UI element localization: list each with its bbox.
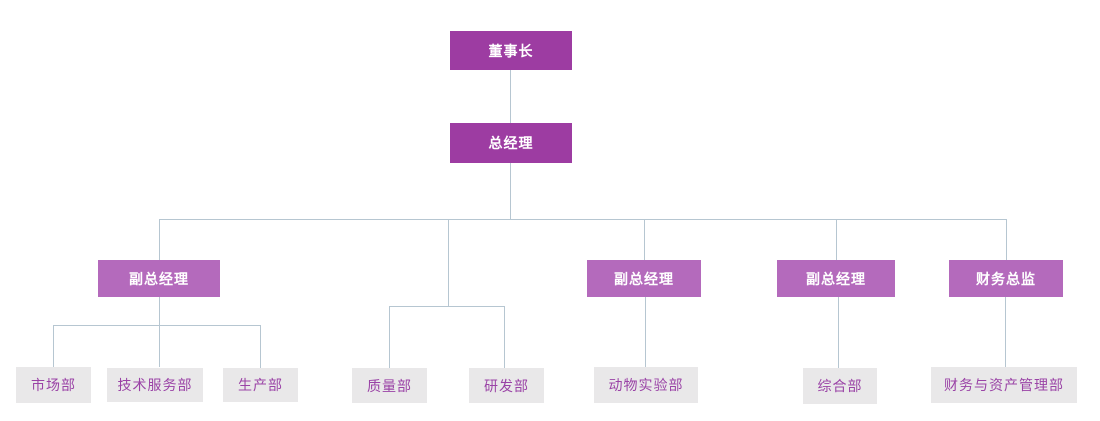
connector-line bbox=[836, 219, 837, 260]
connector-line bbox=[1005, 297, 1006, 367]
org-node-quality-dept: 质量部 bbox=[352, 368, 427, 403]
connector-line bbox=[645, 297, 646, 367]
connector-line bbox=[159, 219, 1007, 220]
org-node-finance-asset-dept: 财务与资产管理部 bbox=[931, 367, 1077, 403]
connector-line bbox=[389, 306, 505, 307]
connector-line bbox=[510, 70, 511, 123]
org-node-deputy-gm-2: 副总经理 bbox=[587, 260, 701, 297]
connector-line bbox=[53, 325, 54, 367]
connector-line bbox=[504, 306, 505, 368]
connector-line bbox=[1006, 219, 1007, 260]
connector-line bbox=[448, 219, 449, 306]
org-node-animal-lab-dept: 动物实验部 bbox=[594, 367, 698, 403]
org-node-marketing-dept: 市场部 bbox=[16, 367, 91, 403]
org-node-rd-dept: 研发部 bbox=[469, 368, 544, 403]
connector-line bbox=[53, 325, 261, 326]
org-node-deputy-gm-1: 副总经理 bbox=[98, 260, 220, 297]
org-node-general-manager: 总经理 bbox=[450, 123, 572, 163]
connector-line bbox=[644, 219, 645, 260]
org-node-finance-director: 财务总监 bbox=[949, 260, 1063, 297]
connector-line bbox=[159, 219, 160, 260]
org-node-tech-service-dept: 技术服务部 bbox=[107, 368, 203, 402]
connector-line bbox=[389, 306, 390, 368]
org-node-production-dept: 生产部 bbox=[223, 368, 298, 402]
org-node-deputy-gm-3: 副总经理 bbox=[777, 260, 895, 297]
connector-line bbox=[838, 297, 839, 368]
org-node-chairman: 董事长 bbox=[450, 31, 572, 70]
connector-line bbox=[510, 163, 511, 219]
connector-line bbox=[260, 325, 261, 368]
org-node-general-affairs-dept: 综合部 bbox=[803, 368, 877, 404]
connector-line bbox=[159, 297, 160, 367]
